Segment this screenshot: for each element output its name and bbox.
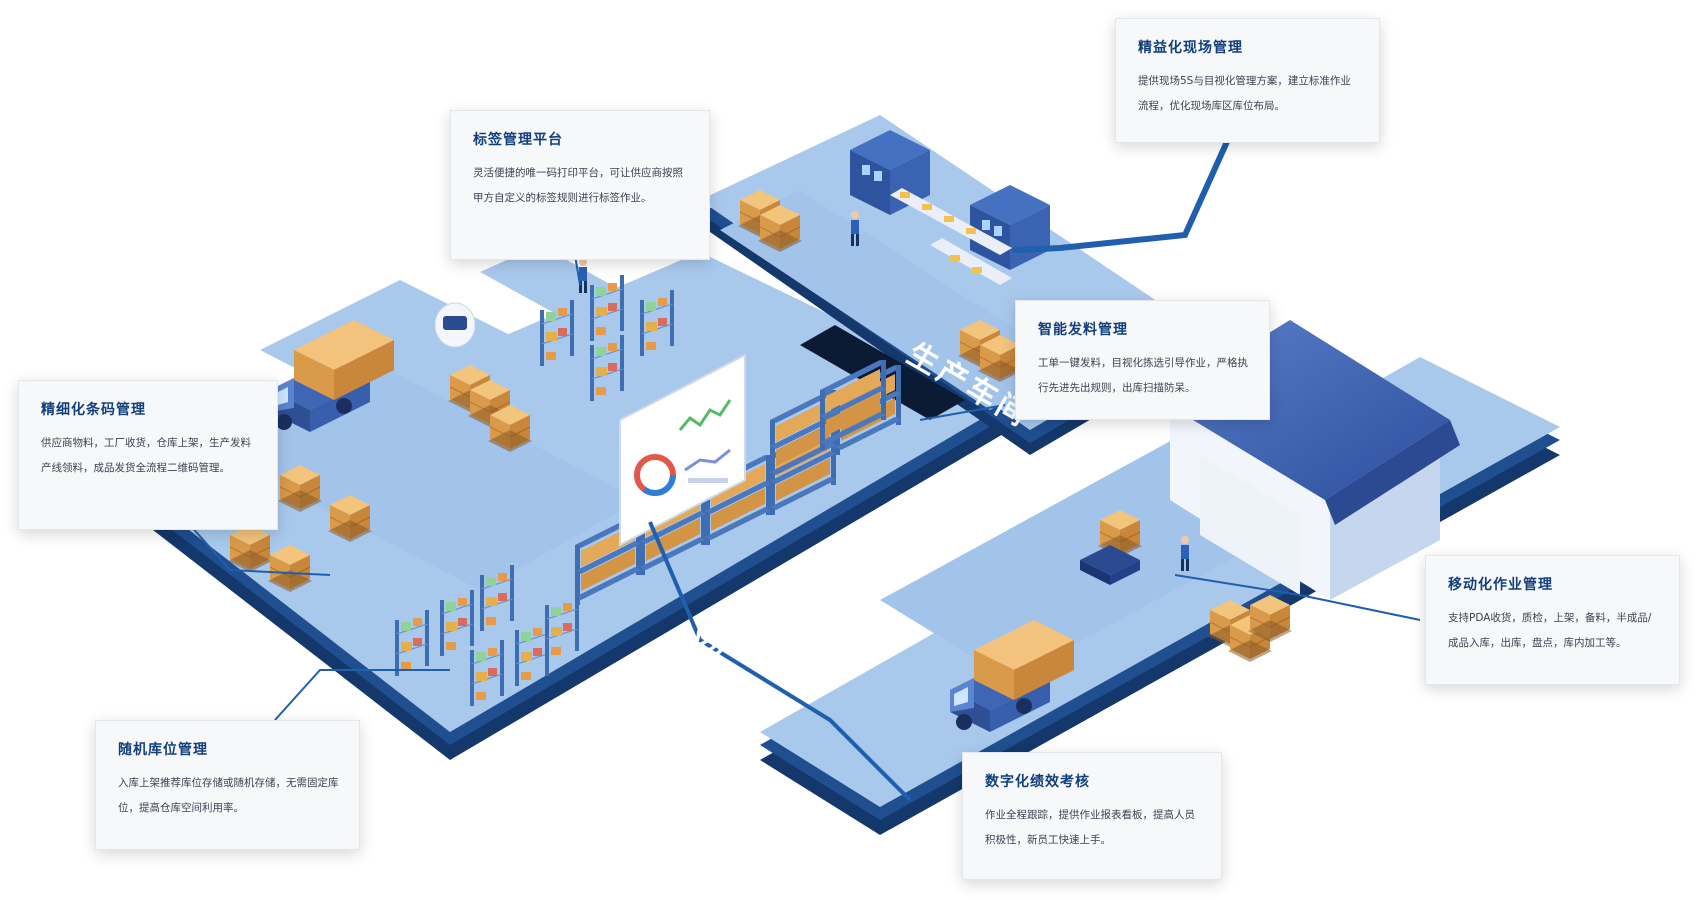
production-line-belt (890, 188, 1012, 285)
drone-scanner (434, 302, 476, 348)
card-lean-site-desc: 提供现场5S与目视化管理方案，建立标准作业流程，优化现场库区库位布局。 (1138, 75, 1351, 112)
card-random-slot-desc: 入库上架推荐库位存储或随机存储，无需固定库位，提高仓库空间利用率。 (118, 777, 339, 814)
connector-lines (189, 132, 1421, 802)
card-lean-site-title: 精益化现场管理 (1138, 40, 1243, 56)
zone-label-finished-warehouse: 成品仓 (1195, 668, 1302, 752)
card-smart-issue-desc: 工单一键发料，目视化拣选引导作业，严格执行先进先出规则，出库扫描防呆。 (1038, 357, 1248, 394)
production-machine-1 (850, 130, 930, 215)
card-smart-issue-title: 智能发料管理 (1038, 322, 1128, 338)
card-mobile-desc: 支持PDA收货，质检，上架，备料，半成品/成品入库，出库，盘点，库内加工等。 (1448, 612, 1652, 649)
card-mobile: 移动化作业管理 支持PDA收货，质检，上架，备料，半成品/成品入库，出库，盘点，… (1425, 555, 1680, 685)
card-label-platform: 标签管理平台 灵活便捷的唯一码打印平台，可让供应商按照甲方自定义的标签规则进行标… (450, 110, 710, 260)
card-performance-desc: 作业全程跟踪，提供作业报表看板，提高人员积极性，新员工快速上手。 (985, 809, 1195, 846)
card-barcode: 精细化条码管理 供应商物料，工厂收货，仓库上架，生产发料产线领料，成品发货全流程… (18, 380, 278, 530)
card-random-slot: 随机库位管理 入库上架推荐库位存储或随机存储，无需固定库位，提高仓库空间利用率。 (95, 720, 360, 850)
card-random-slot-title: 随机库位管理 (118, 742, 208, 758)
agv-robot (1080, 545, 1140, 585)
card-performance-title: 数字化绩效考核 (985, 774, 1090, 790)
card-label-platform-desc: 灵活便捷的唯一码打印平台，可让供应商按照甲方自定义的标签规则进行标签作业。 (473, 167, 683, 204)
card-mobile-title: 移动化作业管理 (1448, 577, 1553, 593)
card-barcode-title: 精细化条码管理 (41, 402, 146, 418)
card-performance: 数字化绩效考核 作业全程跟踪，提供作业报表看板，提高人员积极性，新员工快速上手。 (962, 752, 1222, 880)
card-barcode-desc: 供应商物料，工厂收货，仓库上架，生产发料产线领料，成品发货全流程二维码管理。 (41, 437, 251, 474)
card-smart-issue: 智能发料管理 工单一键发料，目视化拣选引导作业，严格执行先进先出规则，出库扫描防… (1015, 300, 1270, 420)
dashboard-board (619, 353, 746, 547)
card-lean-site: 精益化现场管理 提供现场5S与目视化管理方案，建立标准作业流程，优化现场库区库位… (1115, 18, 1380, 143)
card-label-platform-title: 标签管理平台 (473, 132, 563, 148)
